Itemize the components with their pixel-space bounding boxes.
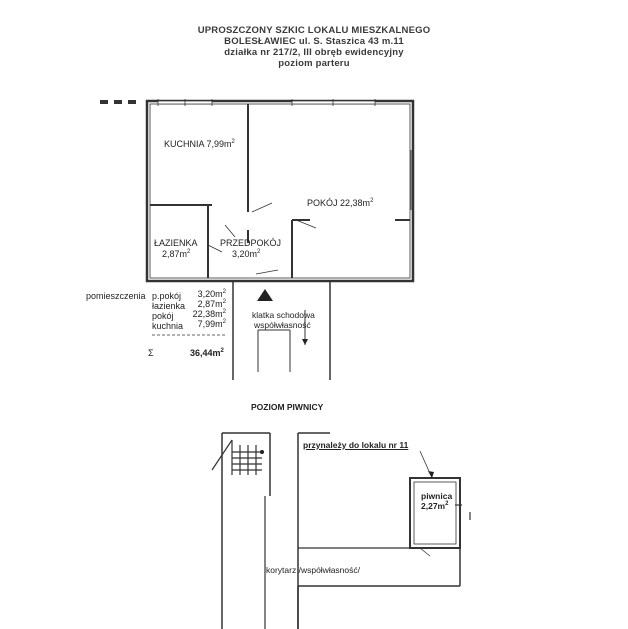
legend-item-name: pokój (152, 311, 174, 321)
legend-item-area: 2,87m2 (197, 299, 226, 309)
corridor-label: korytarz /współwłasność/ (266, 565, 361, 575)
staircase-shared: współwłasność (254, 320, 311, 330)
legend-item-area: 7,99m2 (197, 319, 226, 329)
legend-title: pomieszczenia (86, 291, 146, 301)
basement-title: POZIOM PIWNICY (251, 402, 324, 412)
legend-item-area: 3,20m2 (197, 289, 226, 299)
legend-item-name: p.pokój (152, 291, 182, 301)
basement-belongs-note: przynależy do lokalu nr 11 (303, 440, 409, 450)
outer-wall (145, 99, 415, 283)
entrance-triangle (257, 289, 273, 301)
legend-item-name: łazienka (152, 301, 186, 311)
staircase-label: klatka schodowa (252, 310, 315, 320)
cellar-area: 2,27m2 (421, 501, 449, 511)
room-hall-name: PRZEDPOKÓJ (220, 238, 282, 248)
legend-total: 36,44m2 (190, 348, 224, 358)
legend-item-area: 22,38m2 (192, 309, 226, 319)
room-living: POKÓJ 22,38m2 (307, 198, 374, 208)
title-parcel: działka nr 217/2, III obręb ewidencyjny (224, 47, 404, 58)
title-address: BOLESŁAWIEC ul. S. Staszica 43 m.11 (224, 36, 404, 47)
outer-wall-inner (149, 103, 411, 279)
room-bathroom-area: 2,87m2 (162, 249, 191, 259)
room-bathroom-name: ŁAZIENKA (154, 238, 198, 248)
room-kitchen: KUCHNIA 7,99m2 (164, 139, 235, 149)
legend-item-name: kuchnia (152, 321, 184, 331)
cellar-name: piwnica (421, 491, 453, 501)
cellar-outline (409, 477, 461, 549)
legend-sigma: Σ (148, 348, 154, 358)
title-level: poziom parteru (278, 58, 350, 69)
title-line-1: UPROSZCZONY SZKIC LOKALU MIESZKALNEGO (197, 25, 431, 36)
room-hall-area: 3,20m2 (232, 249, 261, 259)
